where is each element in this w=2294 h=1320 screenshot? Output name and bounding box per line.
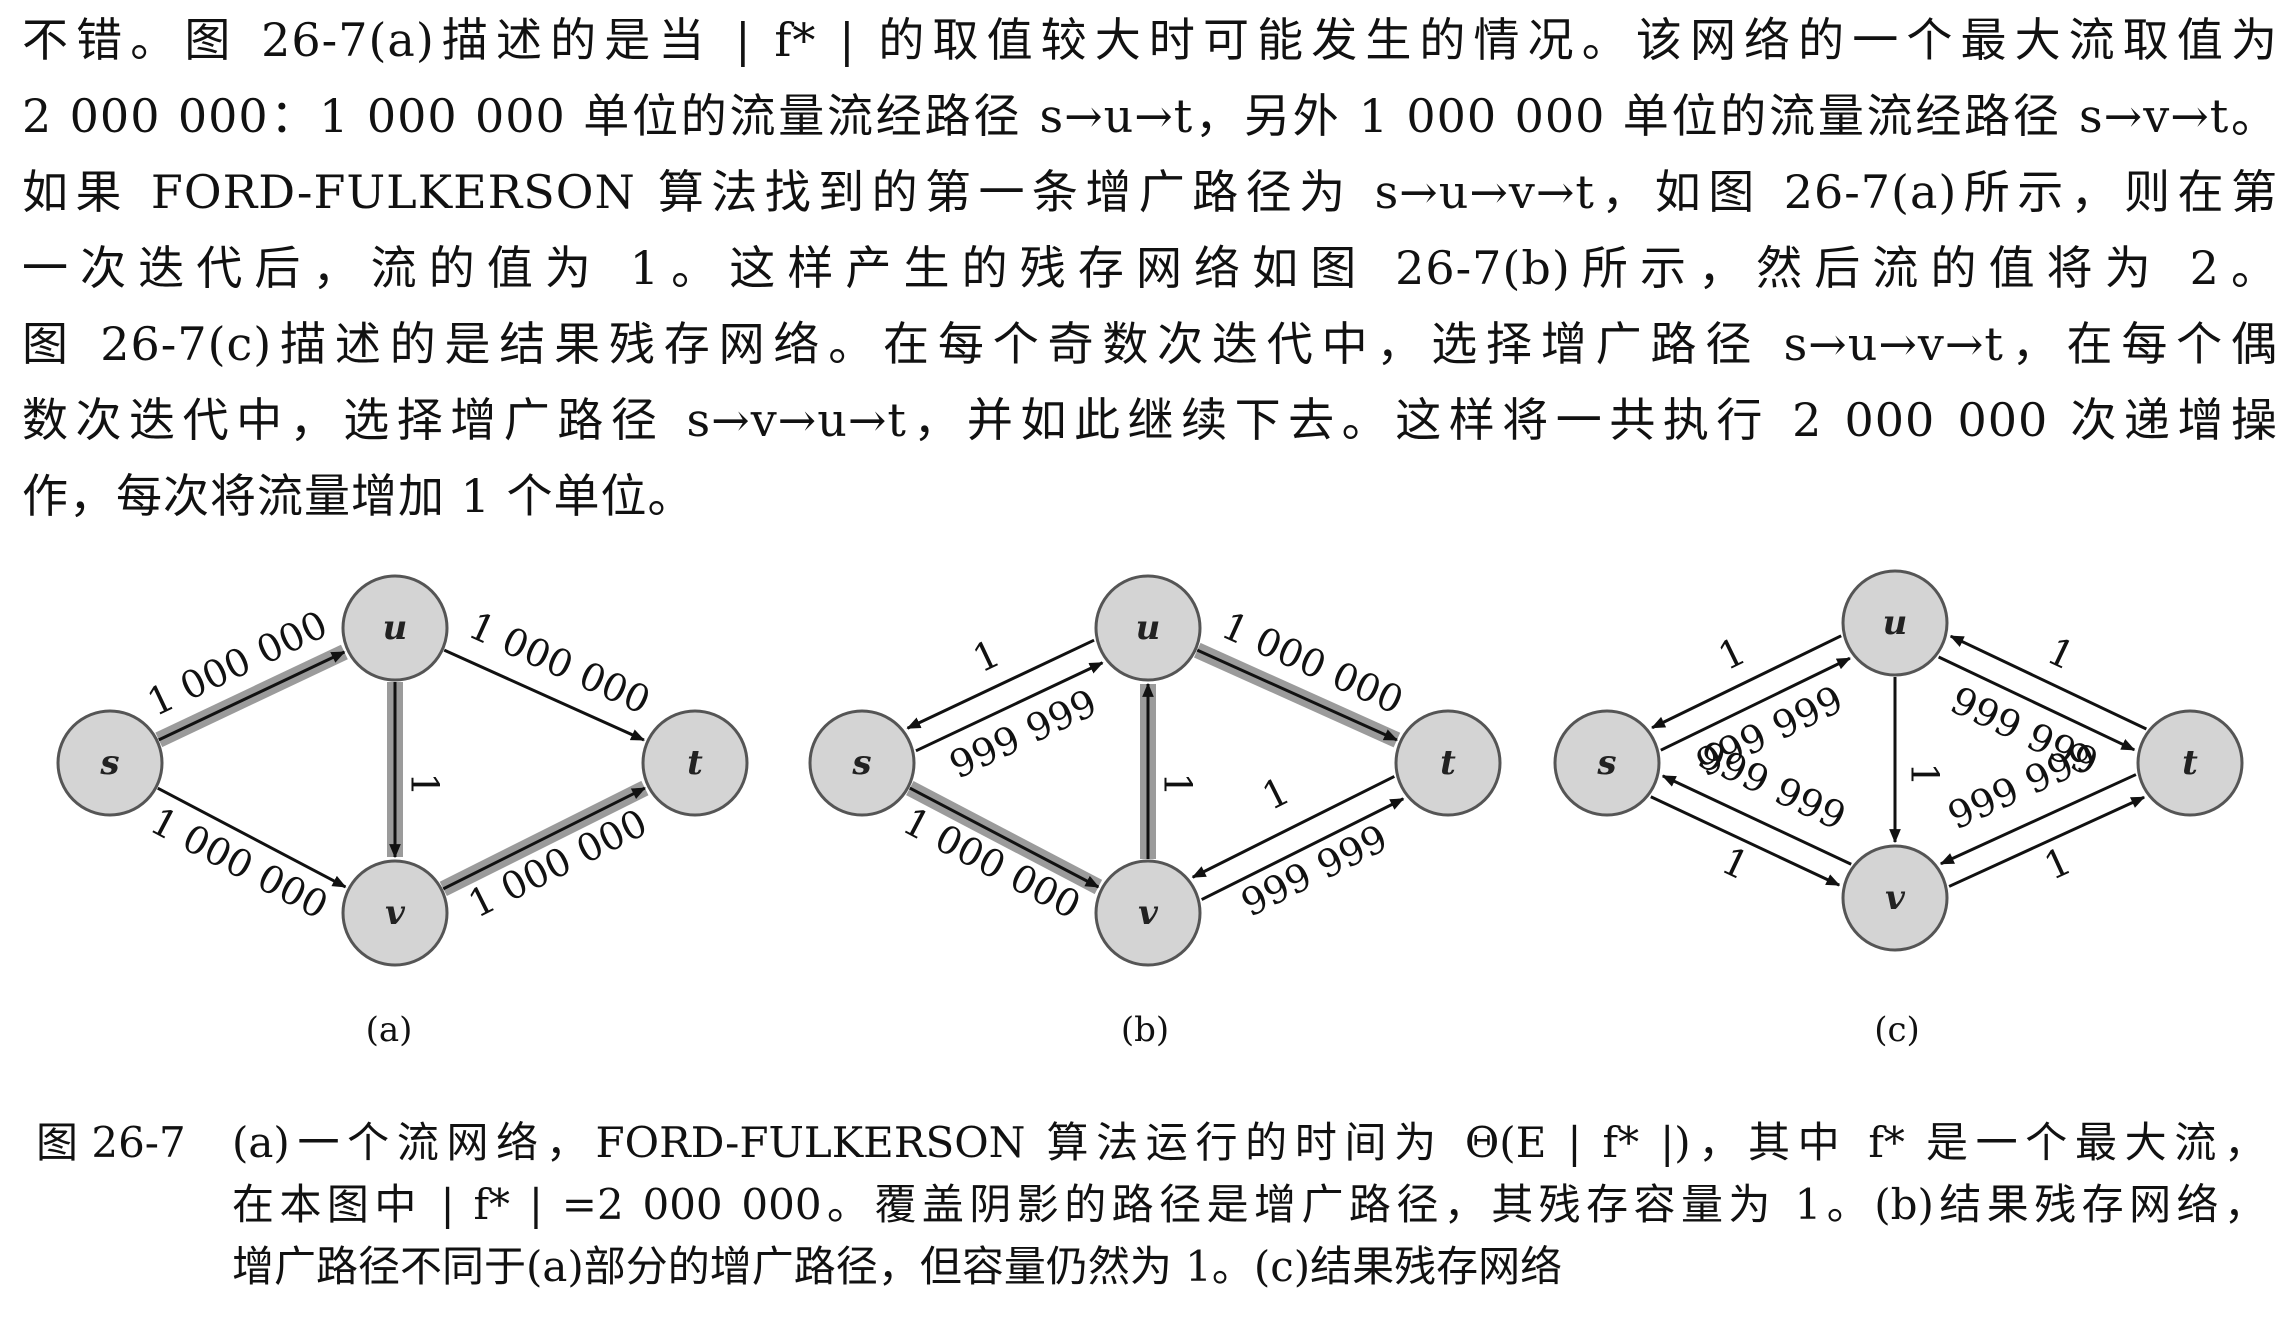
edge-t-u: [1949, 634, 2148, 731]
paragraph-line: 数次迭代中，选择增广路径 s→v→u→t，并如此继续下去。这样将一共执行 2 0…: [22, 393, 2278, 447]
node-t: t: [1394, 709, 1502, 817]
edge-s-u: [915, 661, 1104, 753]
node-v: v: [1841, 844, 1949, 952]
capacity-label: 1: [2041, 629, 2082, 679]
node-label: s: [851, 743, 871, 783]
paragraph-line: 一次迭代后，流的值为 1。这样产生的残存网络如图 26-7(b)所示，然后流的值…: [22, 241, 2278, 295]
capacity-label: 1: [403, 772, 447, 796]
edge-s-v: [1650, 795, 1841, 887]
paragraph-line: 2 000 000：1 000 000 单位的流量流经路径 s→u→t，另外 1…: [22, 89, 2278, 143]
node-label: u: [1883, 603, 1908, 643]
edge-v-t: [1948, 795, 2146, 888]
node-label: v: [1885, 878, 1906, 918]
node-v: v: [1094, 859, 1202, 967]
capacity-label: 1: [1255, 769, 1296, 819]
capacity-label: 1: [1156, 772, 1200, 796]
edge-v-s: [1661, 774, 1852, 866]
edge-u-s: [906, 638, 1095, 730]
edge-v-t: [442, 786, 646, 891]
node-label: t: [1440, 743, 1456, 783]
node-label: v: [1138, 893, 1159, 933]
capacity-label: 1: [1711, 629, 1752, 679]
capacity-label: 1: [1903, 762, 1947, 786]
node-label: s: [99, 743, 119, 783]
edge-t-v: [1191, 775, 1396, 879]
edge-v-t: [1200, 797, 1405, 901]
node-t: t: [641, 709, 749, 817]
panel-label-a: (a): [365, 1010, 413, 1050]
edge-t-v: [1939, 773, 2137, 866]
edge-u-t: [443, 648, 645, 742]
node-u: u: [1094, 574, 1202, 682]
node-label: t: [2182, 743, 2198, 783]
capacity-label: 1 000 000: [462, 603, 656, 722]
edge-s-v: [157, 786, 347, 889]
node-v: v: [341, 859, 449, 967]
node-label: u: [383, 608, 408, 648]
paragraph-line: 如果 FORD-FULKERSON 算法找到的第一条增广路径为 s→u→v→t，…: [22, 165, 2278, 219]
capacity-label: 1: [966, 631, 1007, 681]
node-s: s: [56, 709, 164, 817]
node-label: u: [1136, 608, 1161, 648]
capacity-label: 1: [1715, 838, 1756, 888]
edge-u-s: [1651, 634, 1842, 730]
paragraph-line: 图 26-7(c)描述的是结果残存网络。在每个奇数次迭代中，选择增广路径 s→u…: [22, 317, 2278, 371]
node-label: s: [1596, 743, 1616, 783]
paragraph-line: 作，每次将流量增加 1 个单位。: [22, 469, 695, 523]
caption-line: 在本图中 | f* | =2 000 000。覆盖阴影的路径是增广路径，其残存容…: [232, 1180, 2266, 1229]
node-s: s: [1553, 709, 1661, 817]
capacity-label: 1: [2038, 839, 2078, 889]
caption-line: (a)一个流网络，FORD-FULKERSON 算法运行的时间为 Θ(E | f…: [232, 1118, 2266, 1167]
panel-label-c: (c): [1874, 1010, 1920, 1050]
node-label: v: [385, 893, 406, 933]
node-u: u: [341, 574, 449, 682]
edge-u-t: [1196, 648, 1398, 742]
edge-s-v: [909, 786, 1100, 889]
node-s: s: [808, 709, 916, 817]
caption-number: 图 26-7: [36, 1118, 186, 1167]
edge-s-u: [1660, 656, 1851, 752]
panel-label-b: (b): [1120, 1010, 1170, 1050]
capacity-label: 1 000 000: [143, 799, 335, 928]
paragraph-line: 不错。图 26-7(a)描述的是当 | f* | 的取值较大时可能发生的情况。该…: [22, 13, 2278, 67]
caption-line: 增广路径不同于(a)部分的增广路径，但容量仍然为 1。(c)结果残存网络: [232, 1242, 1563, 1291]
node-u: u: [1841, 569, 1949, 677]
edge-u-t: [1937, 655, 2136, 752]
edge-s-u: [158, 650, 346, 742]
node-t: t: [2136, 709, 2244, 817]
capacity-label: 999 999: [943, 680, 1104, 787]
node-label: t: [687, 743, 703, 783]
